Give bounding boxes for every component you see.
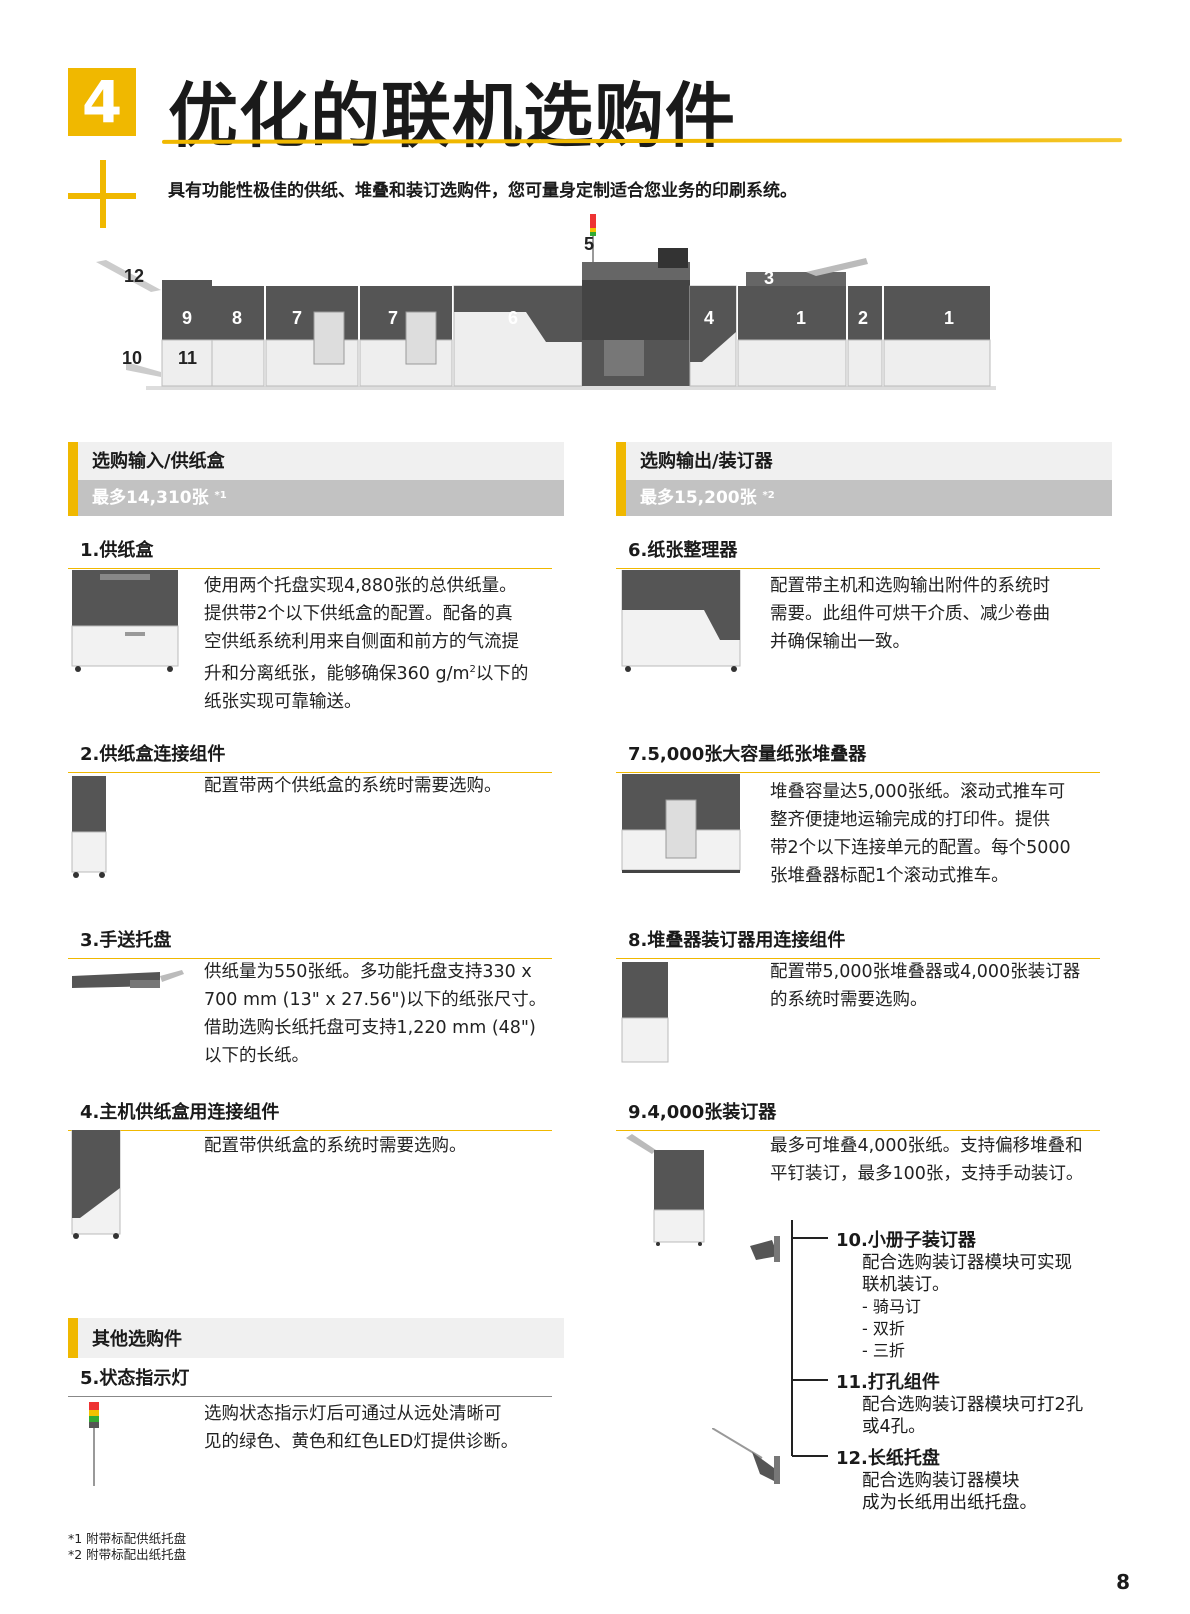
item-9-title: 9.4,000张装订器 (616, 1098, 1100, 1131)
section-number: 4 (68, 68, 136, 136)
diagram-label: 7 (388, 308, 398, 328)
item-6-title: 6.纸张整理器 (616, 536, 1100, 569)
bypass-tray-thumb (72, 970, 184, 988)
sub-item-11: 11.打孔组件 配合选购装订器模块可打2孔 或4孔。 (836, 1368, 1083, 1438)
page-subtitle: 具有功能性极佳的供纸、堆叠和装订选购件，您可量身定制适合您业务的印刷系统。 (168, 181, 797, 201)
item-2-desc: 配置带两个供纸盒的系统时需要选购。 (204, 776, 502, 796)
page-title: 优化的联机选购件 (168, 75, 736, 157)
stacker-connection-thumb (621, 962, 669, 1063)
item-5-desc: 选购状态指示灯后可通过从远处清晰可 见的绿色、黄色和红色LED灯提供诊断。 (204, 1404, 519, 1452)
diagram-label: 9 (182, 308, 192, 328)
title-underline (162, 138, 1122, 144)
paper-feeder-thumb (71, 570, 179, 672)
input-section-title: 选购输入/供纸盒 (78, 442, 564, 480)
stacker-thumb (621, 774, 741, 873)
item-5-title: 5.状态指示灯 (68, 1364, 552, 1397)
main-feeder-connection-thumb (71, 1130, 121, 1239)
item-7-title: 7.5,000张大容量纸张堆叠器 (616, 740, 1100, 773)
sub-items-connector (750, 1220, 828, 1457)
sub-item-10-title: 10.小册子装订器 (836, 1230, 976, 1251)
stacker-units (265, 286, 453, 387)
main-printer (582, 214, 690, 386)
item-2-title: 2.供纸盒连接组件 (68, 740, 552, 773)
diagram-label: 1 (944, 308, 954, 328)
diagram-label: 12 (124, 266, 144, 286)
diagram-label: 4 (704, 308, 714, 328)
finisher-thumb (626, 1134, 705, 1246)
plus-decoration-v (100, 160, 106, 228)
item-3-desc: 供纸量为550张纸。多功能托盘支持330 x 700 mm (13" x 27.… (204, 962, 547, 1066)
item-8-desc: 配置带5,000张堆叠器或4,000张装订器 的系统时需要选购。 (770, 962, 1081, 1010)
item-9-desc: 最多可堆叠4,000张纸。支持偏移堆叠和 平钉装订，最多100张，支持手动装订。 (770, 1136, 1084, 1184)
item-8-title: 8.堆叠器装订器用连接组件 (616, 926, 1100, 959)
system-diagram: 12 10 9 8 11 7 7 6 5 4 3 1 2 1 (96, 214, 996, 390)
status-light-thumb (89, 1402, 99, 1486)
diagram-label: 7 (292, 308, 302, 328)
page-number: 8 (1116, 1570, 1130, 1594)
item-6-desc: 配置带主机和选购输出附件的系统时 需要。此组件可烘干介质、减少卷曲 并确保输出一… (770, 576, 1050, 652)
diagram-label: 6 (508, 308, 518, 328)
finisher-unit (96, 260, 265, 387)
item-4-title: 4.主机供纸盒用连接组件 (68, 1098, 552, 1131)
item-1-desc: 使用两个托盘实现4,880张的总供纸量。 提供带2个以下供纸盒的配置。配备的真 … (204, 576, 529, 712)
other-section-title: 其他选购件 (78, 1318, 564, 1358)
output-section-title: 选购输出/装订器 (626, 442, 1112, 480)
decurler-unit (453, 285, 583, 387)
input-section-capacity: 最多14,310张 *1 (78, 480, 564, 516)
diagram-label: 5 (584, 234, 594, 254)
decurler-thumb (621, 570, 741, 672)
diagram-label: 1 (796, 308, 806, 328)
other-section-header: 其他选购件 (68, 1318, 564, 1358)
sub-item-12: 12.长纸托盘 配合选购装订器模块 成为长纸用出纸托盘。 (836, 1444, 1037, 1514)
item-3-title: 3.手送托盘 (68, 926, 552, 959)
long-tray-thumb (712, 1428, 780, 1484)
diagram-label: 2 (858, 308, 868, 328)
diagram-label: 11 (178, 348, 197, 368)
item-1-title: 1.供纸盒 (68, 536, 552, 569)
sub-item-11-title: 11.打孔组件 (836, 1372, 940, 1393)
footnote-2: *2 附带标配出纸托盘 (68, 1547, 187, 1562)
diagram-label: 10 (122, 348, 142, 368)
connection-unit (689, 285, 737, 387)
paper-feeders (737, 258, 991, 387)
sub-item-12-title: 12.长纸托盘 (836, 1448, 940, 1469)
diagram-label: 3 (764, 268, 774, 288)
diagram-label: 8 (232, 308, 242, 328)
sub-item-10: 10.小册子装订器 配合选购装订器模块可实现 联机装订。 - 骑马订 - 双折 … (836, 1226, 1072, 1362)
item-4-desc: 配置带供纸盒的系统时需要选购。 (204, 1136, 467, 1156)
feeder-connection-thumb (71, 776, 107, 878)
output-section-capacity: 最多15,200张 *2 (626, 480, 1112, 516)
diagram-labels: 12 10 9 8 11 7 7 6 5 4 3 1 2 1 (122, 234, 954, 368)
item-7-desc: 堆叠容量达5,000张纸。滚动式推车可 整齐便捷地运输完成的打印件。提供 带2个… (770, 782, 1071, 886)
footnote-1: *1 附带标配供纸托盘 (68, 1531, 187, 1546)
